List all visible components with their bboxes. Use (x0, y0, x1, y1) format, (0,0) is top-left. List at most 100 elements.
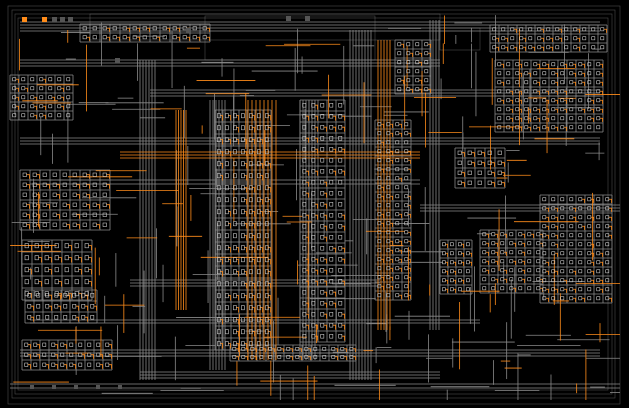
register-gate (578, 62, 583, 67)
mux-gate (233, 281, 237, 287)
register-gate (537, 27, 542, 32)
mux-gate (257, 113, 261, 119)
active-trace (314, 115, 318, 121)
register-gate (524, 89, 529, 94)
mux-gate (225, 281, 229, 287)
mux-gate (233, 173, 237, 179)
memory-cell (596, 215, 601, 220)
control-gate (377, 284, 382, 289)
register-gate (582, 27, 587, 32)
mux-gate (217, 125, 221, 131)
memory-cell (542, 215, 547, 220)
memory-cell (605, 296, 610, 301)
register-gate (587, 89, 592, 94)
register-gate (102, 26, 107, 31)
active-trace (461, 172, 465, 177)
control-gate (467, 160, 472, 165)
control-gate (386, 131, 391, 136)
active-trace (236, 127, 239, 133)
register-gate (551, 125, 556, 130)
register-gate (524, 98, 529, 103)
latch-gate (84, 267, 89, 273)
active-trace (445, 288, 448, 293)
active-trace (66, 204, 70, 209)
control-gate (404, 248, 409, 253)
register-gate (515, 107, 520, 112)
memory-cell (605, 233, 610, 238)
active-trace (206, 36, 210, 41)
control-gate (377, 140, 382, 145)
mux-gate (217, 161, 221, 167)
control-gate (404, 203, 409, 208)
mux-gate (249, 137, 253, 143)
mux-gate (233, 161, 237, 167)
active-trace (590, 270, 594, 275)
active-trace (495, 37, 499, 42)
register-gate (192, 26, 197, 31)
latch-gate (84, 255, 89, 261)
decoder-gate (57, 77, 62, 82)
active-trace (341, 148, 345, 154)
register-gate (587, 98, 592, 103)
adder-gate (42, 192, 47, 197)
memory-cell (542, 251, 547, 256)
register-gate (569, 62, 574, 67)
active-trace (494, 233, 498, 238)
control-gate (395, 248, 400, 253)
memory-cell (466, 287, 470, 292)
decoder-gate (21, 95, 26, 100)
memory-cell (542, 287, 547, 292)
mux-gate (249, 257, 253, 263)
bottom-gate (232, 355, 237, 359)
mux-gate (249, 185, 253, 191)
register-gate (569, 89, 574, 94)
control-gate (377, 266, 382, 271)
decoder-gate (21, 113, 26, 118)
control-gate (395, 176, 400, 181)
active-trace (15, 96, 19, 101)
active-trace (305, 324, 309, 330)
active-trace (228, 139, 231, 145)
control-gate (386, 203, 391, 208)
latch-gate (54, 303, 59, 309)
mux-gate (320, 202, 325, 207)
active-trace (106, 36, 110, 41)
control-gate (377, 158, 382, 163)
control-gate (377, 275, 382, 280)
control-gate (404, 185, 409, 190)
active-trace (599, 261, 603, 266)
mux-gate (320, 311, 325, 317)
active-trace (341, 313, 345, 319)
mux-gate (265, 233, 269, 239)
mux-gate (249, 161, 253, 167)
decoder-gate (66, 77, 71, 82)
mux-gate (311, 180, 316, 185)
mux-gate (320, 289, 325, 295)
mux-gate (265, 197, 269, 203)
control-gate (397, 60, 402, 65)
active-trace (66, 294, 70, 300)
register-gate (497, 116, 502, 121)
mux-gate (225, 305, 229, 311)
latch-gate (74, 291, 79, 297)
latch-gate (24, 243, 29, 249)
active-trace (495, 46, 499, 51)
bottom-gate (313, 347, 318, 351)
adder-gate (72, 192, 77, 197)
active-trace (581, 297, 585, 302)
active-trace (323, 269, 327, 275)
latch-gate (34, 279, 39, 285)
output-driver-gate (60, 342, 65, 347)
latch-gate (36, 292, 41, 298)
bottom-gate (268, 355, 273, 359)
active-trace (228, 295, 231, 301)
decoder-gate (12, 95, 17, 100)
active-trace (461, 279, 464, 284)
control-gate (377, 248, 382, 253)
mux-gate (329, 136, 334, 141)
bottom-gate (349, 347, 354, 351)
active-trace (572, 270, 576, 275)
active-trace (453, 288, 456, 293)
active-trace (268, 295, 271, 301)
active-trace (268, 127, 271, 133)
